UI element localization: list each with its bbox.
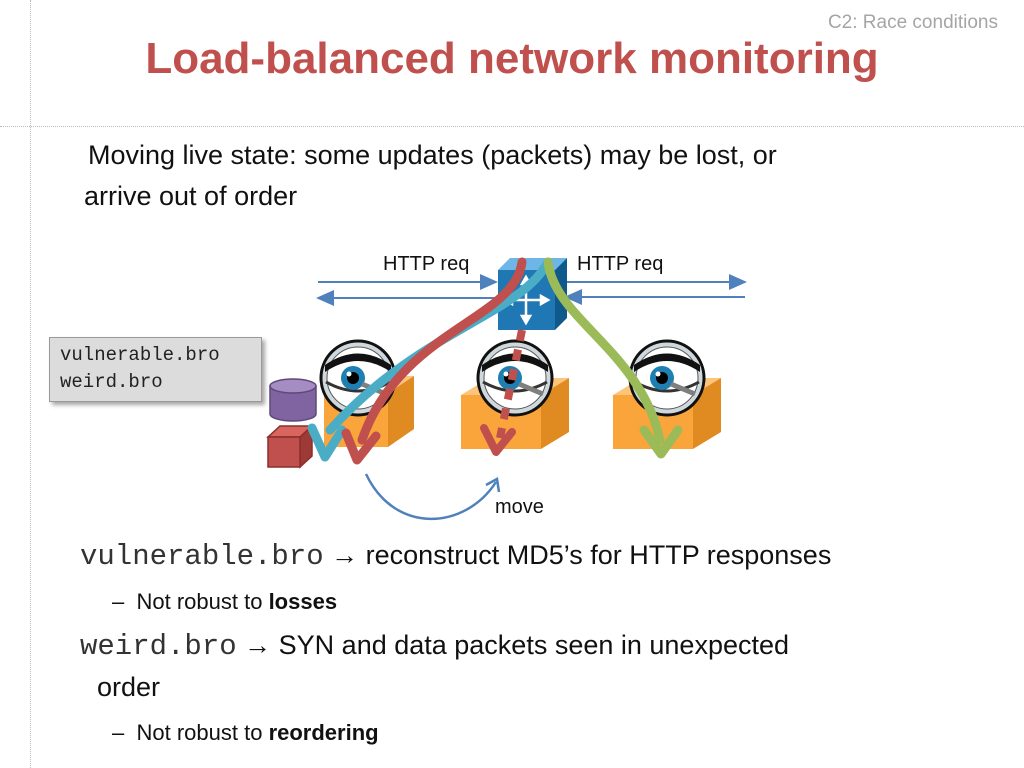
request-arrows [316,274,747,306]
dash: – [112,589,125,614]
bullet-2-sub: – Not robust to reordering [112,720,379,746]
intro-text: Moving live state: some updates (packets… [84,135,924,217]
http-req-label-left: HTTP req [383,253,470,275]
files-box-line: weird.bro [60,371,163,393]
flow-red-dotted-arrow [480,329,526,456]
flow-green-arrow [543,257,683,459]
move-arrow [364,473,501,521]
bullet-1-code: vulnerable.bro [80,540,324,573]
bullet-2-sub-bold: reordering [268,720,379,745]
move-label: move [495,496,544,518]
dash: – [112,720,125,745]
bullet-2-text: SYN and data packets seen in unexpected [271,630,790,660]
bullet-2: weird.bro → SYN and data packets seen in… [80,630,789,663]
bullet-1-sub-text: Not robust to [136,589,269,614]
bullet-1-text: reconstruct MD5’s for HTTP responses [358,540,832,570]
flow-red-arrow [341,257,527,465]
section-label: C2: Race conditions [827,12,998,33]
slide-title: Load-balanced network monitoring [145,34,879,83]
eye-icon [628,339,706,417]
files-box: vulnerable.bro weird.bro [49,337,262,402]
intro-line-2: arrive out of order [84,181,298,211]
bullet-1-sub: – Not robust to losses [112,589,337,615]
cube-icon [266,424,314,469]
bullet-1-sub-bold: losses [268,589,338,614]
http-req-label-right: HTTP req [577,253,664,275]
bullet-1: vulnerable.bro → reconstruct MD5’s for H… [80,540,831,573]
files-box-line: vulnerable.bro [60,344,220,366]
intro-line-1: Moving live state: some updates (packets… [88,140,777,170]
guide-line-vertical [30,0,31,768]
bullet-2-sub-text: Not robust to [136,720,269,745]
arrow-icon: → [331,540,359,570]
guide-line-horizontal [0,126,1024,127]
bullet-2-code: weird.bro [80,630,237,663]
bullet-2-text-cont: order [97,672,161,702]
database-icon [269,378,317,422]
arrow-icon: → [244,630,272,660]
